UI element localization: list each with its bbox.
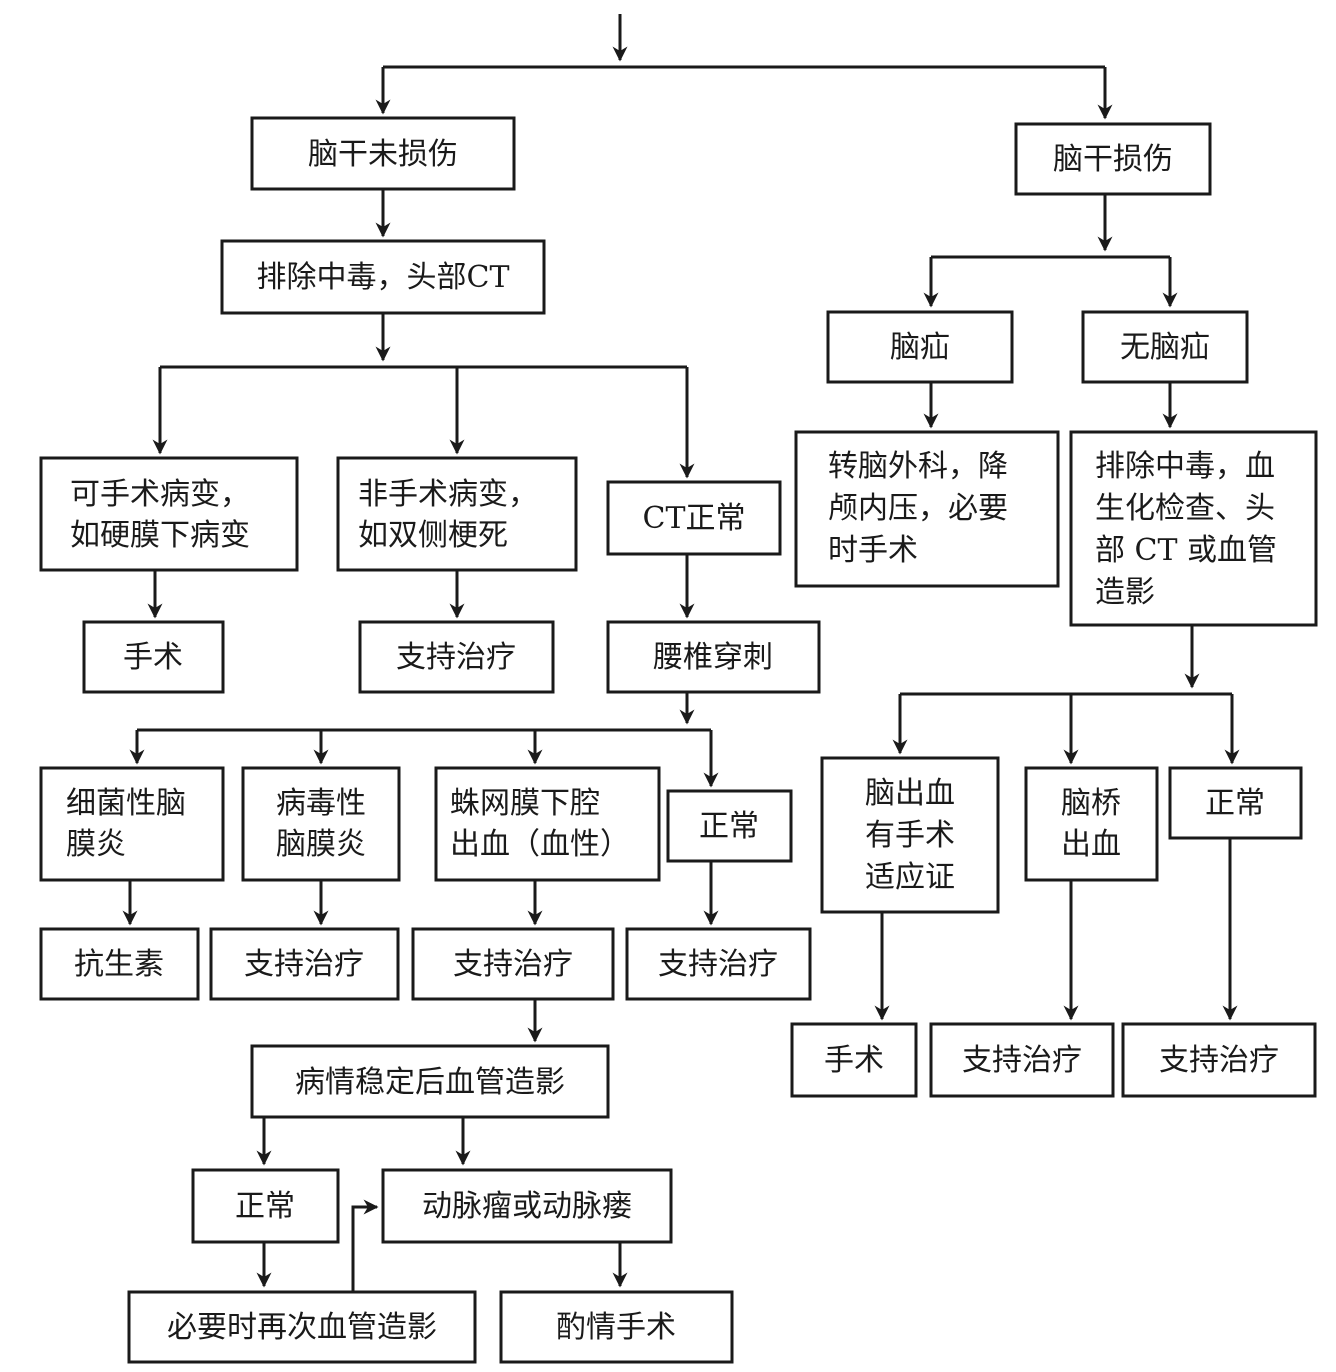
node-label-line-2: 有手术 bbox=[865, 818, 955, 853]
node-viral-meningitis: 病毒性 脑膜炎 bbox=[241, 766, 401, 882]
connectors bbox=[122, 14, 1240, 1292]
node-label-line-2: 如硬膜下病变 bbox=[70, 518, 250, 553]
node-label-line-1: 排除中毒，血 bbox=[1095, 449, 1275, 484]
node-exclude-biochem: 排除中毒，血 生化检查、头 部 CT 或血管 造影 bbox=[1069, 430, 1318, 627]
node-label: 无脑疝 bbox=[1120, 330, 1210, 365]
node-label-line-2: 出血 bbox=[1061, 827, 1121, 862]
node-label-line-1: 非手术病变， bbox=[358, 477, 538, 512]
node-label-line-1: 脑出血 bbox=[865, 776, 955, 811]
node-support-d: 支持治疗 bbox=[625, 927, 812, 1001]
node-label-line-2: 生化检查、头 bbox=[1095, 491, 1275, 526]
node-support-r2: 支持治疗 bbox=[1121, 1022, 1317, 1098]
node-antibiotics: 抗生素 bbox=[39, 927, 200, 1001]
node-exclude-ct: 排除中毒，头部CT bbox=[220, 239, 546, 315]
node-label-line-3: 时手术 bbox=[828, 533, 918, 568]
node-support-r1: 支持治疗 bbox=[929, 1022, 1115, 1098]
node-label: CT正常 bbox=[643, 501, 746, 536]
node-label-line-1: 可手术病变， bbox=[70, 477, 250, 512]
node-label: 脑疝 bbox=[890, 330, 950, 365]
node-label: 抗生素 bbox=[74, 947, 164, 982]
node-label: 手术 bbox=[824, 1043, 884, 1078]
node-consider-surgery: 酌情手术 bbox=[499, 1290, 734, 1364]
node-label: 脑干损伤 bbox=[1053, 142, 1173, 177]
node-label: 动脉瘤或动脉瘘 bbox=[422, 1189, 632, 1224]
node-support-b: 支持治疗 bbox=[209, 927, 400, 1001]
node-not-injured: 脑干未损伤 bbox=[250, 116, 516, 191]
node-label: 正常 bbox=[699, 809, 759, 844]
node-normal-right: 正常 bbox=[1168, 766, 1303, 840]
node-support-c: 支持治疗 bbox=[411, 927, 615, 1001]
node-label: 正常 bbox=[235, 1189, 295, 1224]
node-label: 必要时再次血管造影 bbox=[167, 1310, 437, 1345]
node-surgery-right: 手术 bbox=[790, 1022, 918, 1098]
node-normal-csf: 正常 bbox=[666, 789, 793, 863]
node-label: 支持治疗 bbox=[1159, 1043, 1279, 1078]
node-label: 支持治疗 bbox=[658, 947, 778, 982]
node-label-line-2: 颅内压，必要 bbox=[828, 491, 1008, 526]
node-neurosurgery: 转脑外科，降 颅内压，必要 时手术 bbox=[794, 430, 1060, 588]
node-subarachnoid-hemorrhage: 蛛网膜下腔 出血（血性） bbox=[434, 766, 661, 882]
node-label: 支持治疗 bbox=[244, 947, 364, 982]
node-bacterial-meningitis: 细菌性脑 膜炎 bbox=[39, 766, 225, 882]
node-label: 酌情手术 bbox=[556, 1310, 676, 1345]
node-label-line-2: 出血（血性） bbox=[450, 827, 630, 862]
node-label: 腰椎穿刺 bbox=[653, 640, 773, 675]
node-inoperable-lesion: 非手术病变， 如双侧梗死 bbox=[336, 456, 578, 572]
node-angio-normal: 正常 bbox=[191, 1168, 340, 1244]
node-label: 病情稳定后血管造影 bbox=[295, 1065, 565, 1100]
node-support-a: 支持治疗 bbox=[358, 620, 555, 694]
node-aneurysm-fistula: 动脉瘤或动脉瘘 bbox=[381, 1168, 673, 1244]
node-label-line-1: 病毒性 bbox=[276, 786, 366, 821]
node-label: 支持治疗 bbox=[962, 1043, 1082, 1078]
node-angiography: 病情稳定后血管造影 bbox=[250, 1044, 610, 1119]
node-label-line-3: 适应证 bbox=[865, 860, 955, 895]
node-label-line-2: 脑膜炎 bbox=[276, 827, 366, 862]
node-label-line-1: 蛛网膜下腔 bbox=[450, 786, 600, 821]
node-no-herniation: 无脑疝 bbox=[1081, 310, 1249, 384]
node-label: 排除中毒，头部CT bbox=[257, 260, 510, 295]
node-label: 支持治疗 bbox=[396, 640, 516, 675]
node-label-line-2: 膜炎 bbox=[66, 827, 126, 862]
node-injured: 脑干损伤 bbox=[1014, 122, 1212, 196]
node-repeat-angiography: 必要时再次血管造影 bbox=[127, 1290, 477, 1364]
node-label: 正常 bbox=[1205, 786, 1265, 821]
node-lumbar-puncture: 腰椎穿刺 bbox=[606, 620, 821, 694]
node-label-line-1: 脑桥 bbox=[1061, 786, 1121, 821]
node-label-line-4: 造影 bbox=[1095, 575, 1155, 610]
node-label: 支持治疗 bbox=[453, 947, 573, 982]
arrow-repeat-to-aneurysm bbox=[351, 1199, 379, 1292]
node-ct-normal: CT正常 bbox=[606, 480, 782, 556]
node-intracerebral-hemorrhage: 脑出血 有手术 适应证 bbox=[820, 756, 1000, 914]
node-operable-lesion: 可手术病变， 如硬膜下病变 bbox=[39, 456, 299, 572]
node-label-line-3: 部 CT 或血管 bbox=[1095, 533, 1277, 568]
node-pontine-hemorrhage: 脑桥 出血 bbox=[1024, 766, 1159, 882]
node-label-line-1: 细菌性脑 bbox=[66, 786, 186, 821]
node-surgery-left: 手术 bbox=[82, 620, 225, 694]
node-label-line-2: 如双侧梗死 bbox=[358, 518, 508, 553]
node-herniation: 脑疝 bbox=[826, 310, 1014, 384]
node-label: 手术 bbox=[123, 640, 183, 675]
node-label: 脑干未损伤 bbox=[308, 137, 458, 172]
node-label-line-1: 转脑外科，降 bbox=[828, 449, 1008, 484]
